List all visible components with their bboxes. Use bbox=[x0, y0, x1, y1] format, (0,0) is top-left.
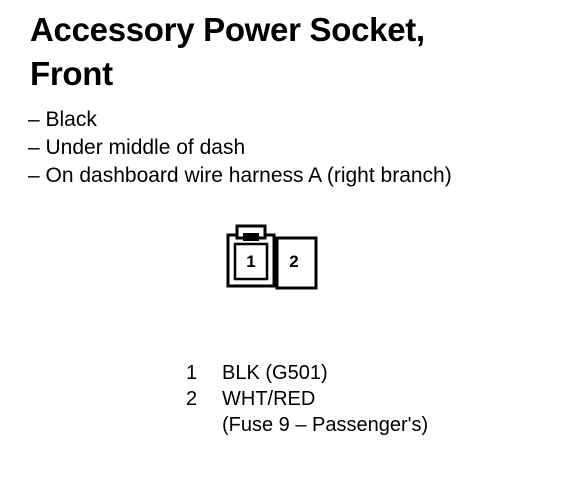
pin-row: 2 WHT/RED (Fuse 9 – Passenger's) bbox=[186, 386, 428, 438]
title-line-2: Front bbox=[30, 55, 113, 92]
page-title: Accessory Power Socket, Front bbox=[30, 8, 425, 96]
pin-description: WHT/RED (Fuse 9 – Passenger's) bbox=[222, 386, 428, 438]
pin-description: BLK (G501) bbox=[222, 360, 328, 386]
pin-source: (Fuse 9 – Passenger's) bbox=[222, 414, 429, 436]
pin-row: 1 BLK (G501) bbox=[186, 360, 428, 386]
locking-tab-detail bbox=[243, 233, 259, 241]
connector-notes: – Black – Under middle of dash – On dash… bbox=[28, 106, 452, 190]
cavity-2-label: 2 bbox=[289, 252, 298, 271]
pin-wire: BLK (G501) bbox=[222, 362, 328, 384]
pin-number: 2 bbox=[186, 388, 198, 410]
cavity-2 bbox=[275, 236, 318, 290]
note-harness: – On dashboard wire harness A (right bra… bbox=[28, 164, 452, 187]
pin-wire: WHT/RED bbox=[222, 388, 316, 410]
connector-face-icon: 1 2 bbox=[226, 224, 318, 290]
pin-number: 1 bbox=[186, 362, 198, 384]
title-line-1: Accessory Power Socket, bbox=[30, 11, 425, 48]
pin-list: 1 BLK (G501) 2 WHT/RED (Fuse 9 – Passeng… bbox=[186, 360, 428, 438]
note-color: – Black bbox=[28, 108, 97, 131]
connector-diagram: 1 2 bbox=[222, 222, 322, 294]
note-location: – Under middle of dash bbox=[28, 136, 246, 159]
cavity-1 bbox=[233, 242, 269, 281]
cavity-1-label: 1 bbox=[246, 252, 255, 271]
